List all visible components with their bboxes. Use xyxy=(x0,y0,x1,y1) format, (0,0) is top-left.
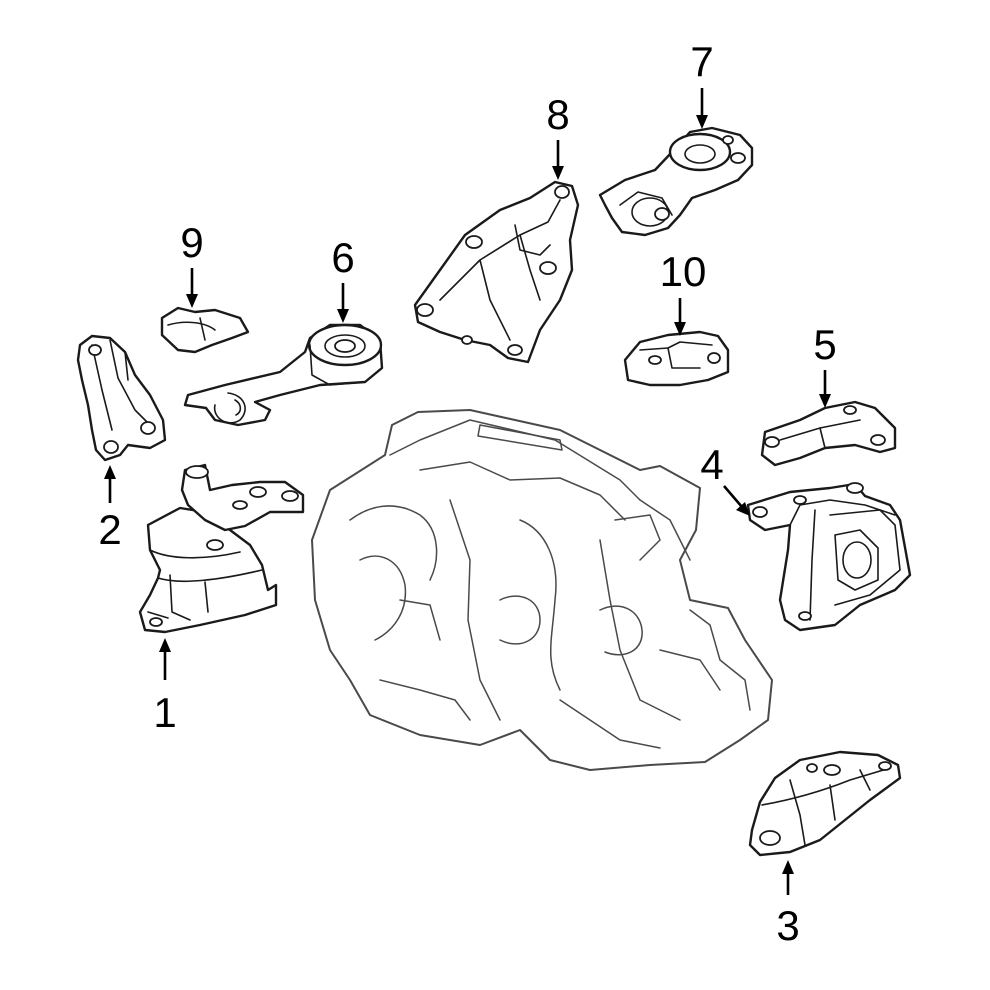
callout-number-3: 3 xyxy=(776,902,800,949)
part-1-engine-mount xyxy=(138,463,305,634)
callout-number-4: 4 xyxy=(700,441,724,488)
arrow-4 xyxy=(723,485,743,508)
arrowhead-10 xyxy=(674,322,686,336)
part-7-upper-mount xyxy=(598,126,754,237)
callout-number-9: 9 xyxy=(180,219,204,266)
callout-number-8: 8 xyxy=(546,91,570,138)
arrowhead-6 xyxy=(337,309,349,323)
part-3-lower-bracket xyxy=(748,750,902,857)
arrowhead-5 xyxy=(819,394,831,408)
part-10-small-block xyxy=(623,330,730,387)
part-9-small-cover xyxy=(160,306,250,354)
arrowhead-7 xyxy=(696,115,708,129)
arrowhead-9 xyxy=(186,294,198,308)
callout-number-10: 10 xyxy=(659,248,707,295)
part-5-bracket xyxy=(760,400,897,467)
part-6-torque-rod xyxy=(183,323,384,427)
callout-number-5: 5 xyxy=(813,321,837,368)
callout-number-6: 6 xyxy=(331,234,355,281)
callout-number-1: 1 xyxy=(153,689,177,736)
engine-transmission-assembly xyxy=(311,409,773,771)
callout-arrows xyxy=(104,88,831,895)
arrowhead-3 xyxy=(782,860,794,874)
arrowhead-1 xyxy=(159,638,171,652)
part-2-bracket xyxy=(76,334,167,462)
part-4-transmission-mount xyxy=(746,482,912,632)
arrowhead-8 xyxy=(552,166,564,180)
callout-number-7: 7 xyxy=(690,38,714,85)
arrowhead-4 xyxy=(736,502,750,516)
callout-number-2: 2 xyxy=(98,506,122,553)
part-8-large-bracket xyxy=(413,180,580,364)
arrowhead-2 xyxy=(104,465,116,479)
